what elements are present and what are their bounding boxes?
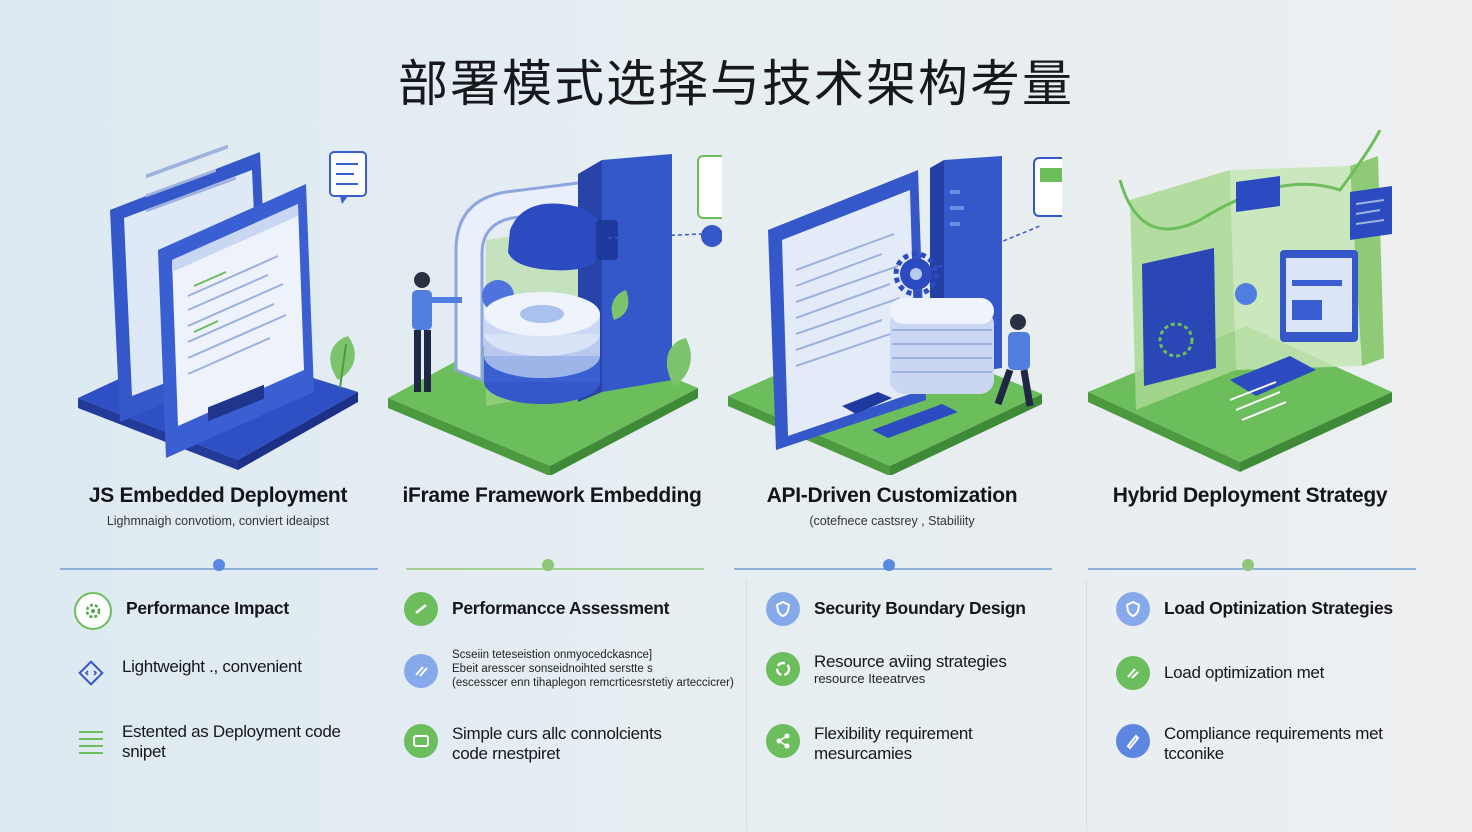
window-circle-icon — [404, 724, 438, 758]
gear-badge-icon — [74, 592, 112, 630]
feature-sublabel: resource Iteeatrves — [814, 671, 926, 686]
feature-item: Flexibility requirement mesurcamies — [766, 724, 1024, 764]
feature-label: Compliance requirements met tcconike — [1164, 724, 1383, 763]
feature-item: Simple curs allc connolcients code rnest… — [404, 724, 692, 764]
column-title: iFrame Framework Embedding — [402, 484, 702, 507]
feature-item: Compliance requirements met tcconike — [1116, 724, 1384, 764]
feature-item: Performancce Assessment — [404, 592, 669, 626]
share-icon — [766, 724, 800, 758]
column-hybrid: Hybrid Deployment Strategy — [1080, 0, 1420, 832]
js-embedded-illustration — [78, 144, 367, 470]
column-api-driven: API-Driven Customization (cotefnece cast… — [722, 0, 1062, 832]
pen-icon — [1116, 724, 1150, 758]
api-driven-illustration — [728, 156, 1062, 475]
check-circle-icon — [404, 592, 438, 626]
feature-label: Load optimization met — [1164, 663, 1325, 682]
list-lines-icon — [74, 722, 108, 756]
feature-item: Load Optinization Strategies — [1116, 592, 1393, 626]
feature-line: Ebeit aresscer sonseidnoihted serstte s — [452, 663, 653, 675]
feature-label: Simple curs allc connolcients code rnest… — [452, 724, 662, 763]
divider-line — [406, 568, 704, 570]
feature-label: Security Boundary Design — [814, 598, 1026, 618]
feature-label: Load Optinization Strategies — [1164, 598, 1393, 618]
column-subtitle: (cotefnece castsrey , Stabiliity — [809, 514, 975, 528]
divider-dot — [1242, 559, 1254, 571]
feature-label: Lightweight ., convenient — [122, 657, 302, 676]
feature-label: Performance Impact — [126, 598, 289, 618]
feature-label: Flexibility requirement mesurcamies — [814, 724, 973, 763]
column-subtitle: Lighmnaigh convotiom, conviert ideaipst — [106, 514, 330, 528]
divider-dot — [883, 559, 895, 571]
column-js-embedded: JS Embedded Deployment Lighmnaigh convot… — [48, 0, 388, 832]
feature-item: Lightweight ., convenient — [74, 656, 302, 690]
iframe-illustration — [388, 154, 722, 475]
feature-item: Resource aviing strategies resource Itee… — [766, 652, 1007, 686]
column-title: JS Embedded Deployment — [88, 484, 348, 507]
shield-outline-icon — [1116, 592, 1150, 626]
feature-item: Security Boundary Design — [766, 592, 1026, 626]
column-iframe: iFrame Framework Embedding — [382, 0, 722, 832]
feature-line: (escesscer enn tihaplegon remcrticesrste… — [452, 677, 734, 689]
feature-item: Scseiin teteseistion onmyocedckasnce] Eb… — [404, 648, 734, 690]
shield-icon — [766, 592, 800, 626]
feature-label: Estented as Deployment code snipet — [122, 722, 341, 761]
column-title: API-Driven Customization — [766, 484, 1018, 507]
vertical-separator — [746, 580, 747, 830]
recycle-icon — [766, 652, 800, 686]
feature-label: Resource aviing strategies — [814, 652, 1007, 671]
feature-line: Scseiin teteseistion onmyocedckasnce] — [452, 649, 653, 661]
vertical-separator — [1086, 580, 1087, 830]
column-title: Hybrid Deployment Strategy — [1112, 484, 1388, 507]
diamond-code-icon — [74, 656, 108, 690]
feature-item: Estented as Deployment code snipet — [74, 722, 352, 762]
feature-label: Performancce Assessment — [452, 598, 670, 618]
feature-text-block: Scseiin teteseistion onmyocedckasnce] Eb… — [452, 648, 734, 690]
check-slash-icon — [1116, 656, 1150, 690]
slash-circle-icon — [404, 654, 438, 688]
feature-item: Load optimization met — [1116, 656, 1324, 690]
feature-text-block: Resource aviing strategies resource Itee… — [814, 652, 1007, 686]
divider-dot — [213, 559, 225, 571]
page-title: 部署模式选择与技术架构考量 — [398, 55, 1074, 113]
divider-dot — [542, 559, 554, 571]
hybrid-illustration — [1088, 130, 1392, 472]
feature-item: Performance Impact — [74, 592, 289, 630]
